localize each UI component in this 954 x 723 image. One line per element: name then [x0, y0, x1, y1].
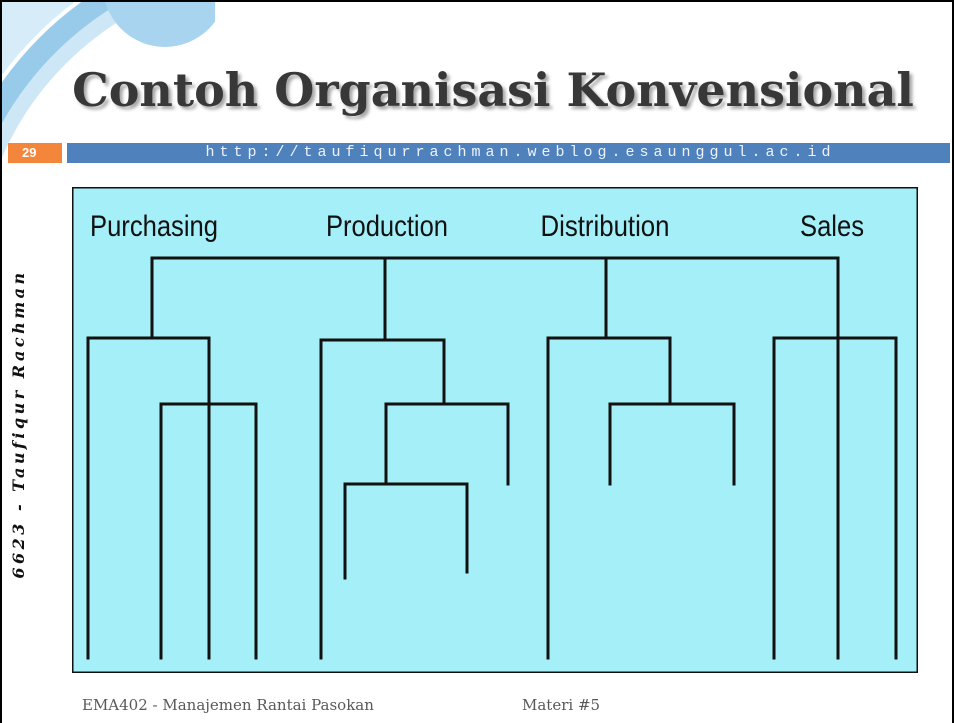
header-bar: http://taufiqurrachman.weblog.esaunggul.…	[67, 143, 950, 163]
footer-session: Materi #5	[522, 696, 601, 714]
diagram-background	[72, 187, 918, 673]
dept-label-production: Production	[326, 210, 448, 243]
organization-diagram: Purchasing Production Distribution Sales	[72, 187, 918, 673]
swirl-blob	[105, 2, 215, 47]
production-branch	[319, 338, 510, 660]
footer-course: EMA402 - Manajemen Rantai Pasokan	[82, 696, 374, 714]
slide-number-badge: 29	[8, 143, 62, 163]
dept-label-distribution: Distribution	[541, 210, 670, 243]
vertical-side-text: 6623 - Taufiqur Rachman	[9, 269, 28, 579]
dept-label-sales: Sales	[800, 210, 864, 243]
sales-branch	[772, 336, 898, 660]
website-url: http://taufiqurrachman.weblog.esaunggul.…	[205, 144, 836, 161]
distribution-branch	[546, 336, 736, 660]
root-connectors	[150, 256, 840, 660]
dept-label-purchasing: Purchasing	[90, 210, 218, 243]
slide-title: Contoh Organisasi Konvensional	[72, 63, 914, 117]
purchasing-branch	[86, 336, 258, 660]
corner-swirl-decoration	[2, 2, 215, 158]
slide-number: 29	[22, 145, 37, 160]
